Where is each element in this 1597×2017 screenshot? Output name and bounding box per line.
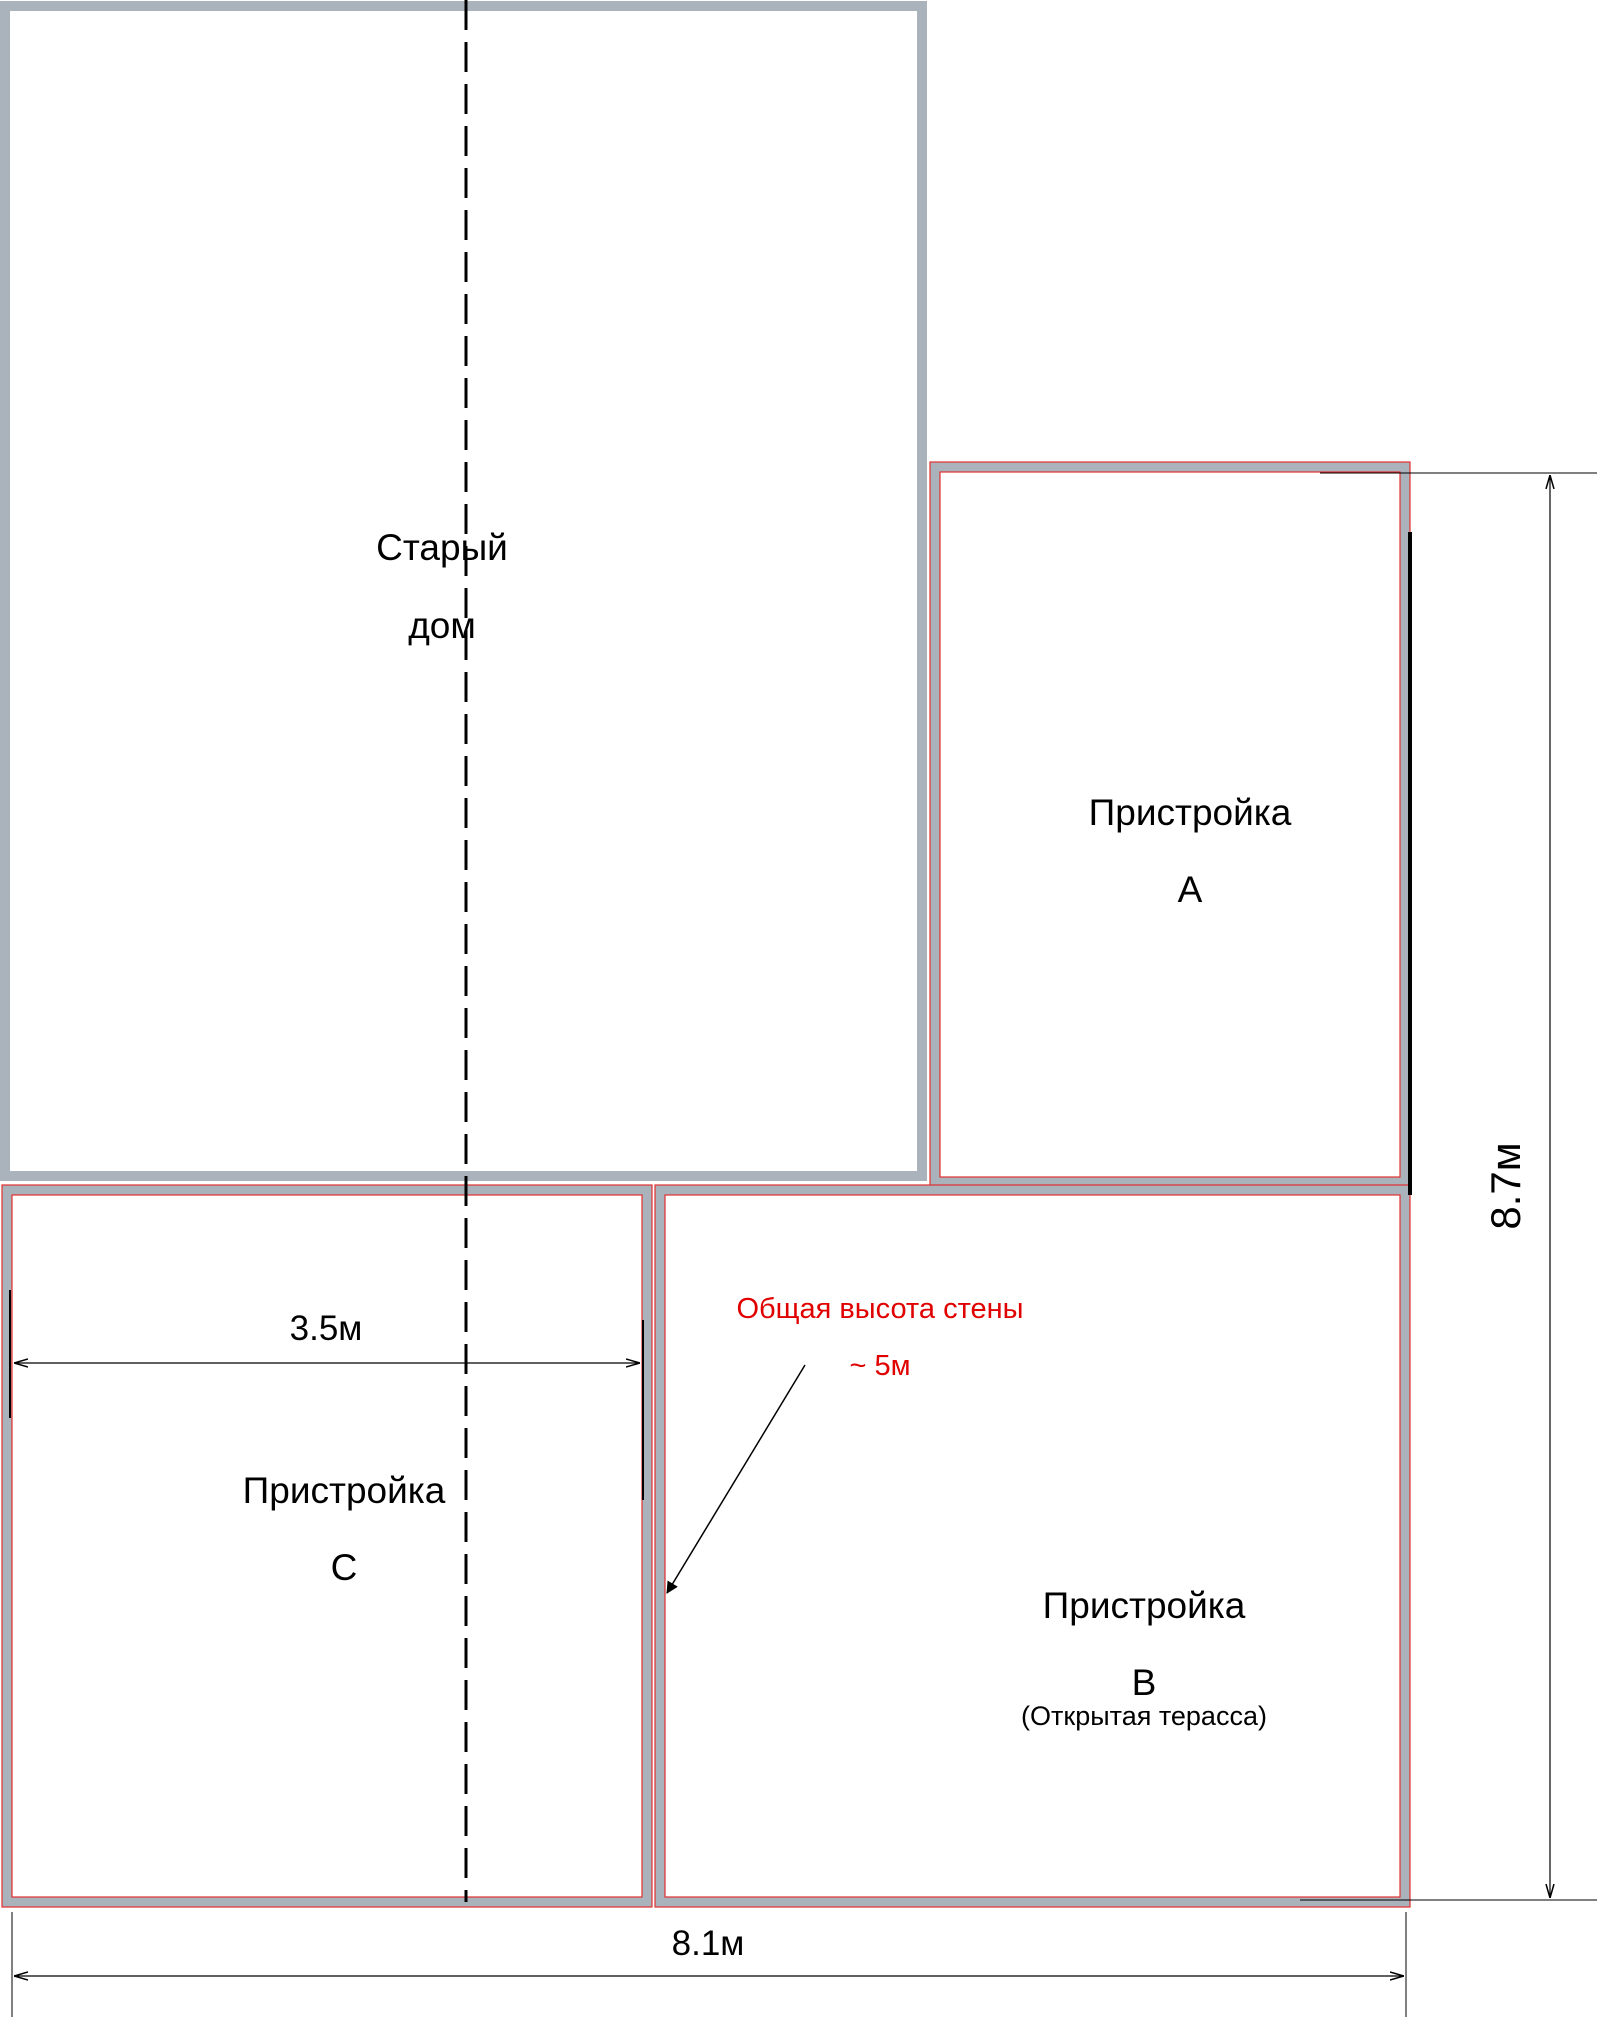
annex-c-label-line1: Пристройка [243, 1470, 446, 1511]
old-house-label-line2: дом [408, 605, 476, 646]
annex-b-sublabel: (Открытая терасса) [1021, 1701, 1267, 1731]
wall-height-note-line1: Общая высота стены [736, 1293, 1023, 1325]
annex-b-label-line1: Пристройка [1043, 1585, 1246, 1626]
annex-c [1, 1184, 653, 1908]
annex-a [929, 461, 1411, 1188]
old-house [0, 1, 927, 1181]
annex-a-label-line1: Пристройка [1089, 792, 1292, 833]
annex-b-label-line2: B [1132, 1662, 1157, 1703]
dimension-label-3-5: 3.5м [290, 1309, 363, 1348]
dimension-label-8-7: 8.7м [1482, 1142, 1529, 1229]
wall-height-note-line2: ~ 5м [849, 1350, 910, 1382]
dimension-label-8-1: 8.1м [672, 1924, 745, 1963]
wall-height-arrow [666, 1364, 806, 1594]
annex-c-label-line2: C [331, 1547, 358, 1588]
annex-b [654, 1184, 1411, 1908]
old-house-label-line1: Старый [376, 527, 508, 568]
annex-a-label-line2: A [1178, 869, 1203, 910]
